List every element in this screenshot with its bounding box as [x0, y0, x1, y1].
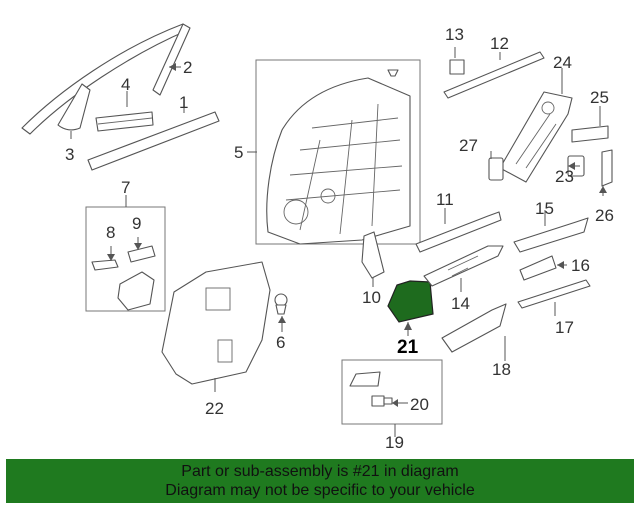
callout-25: 25	[590, 88, 609, 107]
callout-5: 5	[234, 143, 243, 162]
part-8-clip[interactable]	[91, 259, 119, 271]
part-20-bulb[interactable]	[371, 395, 393, 407]
part-24-window-switch[interactable]	[499, 91, 573, 183]
callout-20: 20	[410, 395, 429, 414]
part-4-trim-clip[interactable]	[95, 111, 154, 132]
callout-14: 14	[451, 294, 470, 313]
vehicle-note-banner: Part or sub-assembly is #21 in diagram D…	[6, 459, 634, 503]
callout-2: 2	[183, 58, 192, 77]
callout-3: 3	[65, 145, 74, 164]
callout-24: 24	[553, 53, 572, 72]
callout-8: 8	[106, 223, 115, 242]
leader-lines	[70, 47, 604, 437]
exploded-parts-diagram: 1 2 3 4 5 6 7 8 9 10 11 12 13 14 15 16 1…	[21, 23, 614, 452]
part-6-fastener[interactable]	[274, 293, 288, 315]
callout-9: 9	[132, 214, 141, 233]
callout-1: 1	[179, 93, 188, 112]
callout-10: 10	[362, 288, 381, 307]
part-12-molding[interactable]	[443, 51, 545, 99]
group-19-box	[341, 359, 443, 425]
part-17-strip[interactable]	[517, 279, 591, 309]
part-22-door-liner[interactable]	[161, 261, 271, 385]
part-13-clip[interactable]	[449, 59, 465, 75]
part-21-door-pocket[interactable]	[387, 280, 434, 323]
callout-12: 12	[490, 34, 509, 53]
part-15-garnish[interactable]	[513, 217, 589, 253]
callout-18: 18	[492, 360, 511, 379]
part-3-corner-trim[interactable]	[57, 83, 91, 131]
part-14-armrest-garnish[interactable]	[423, 245, 504, 287]
callout-11: 11	[436, 190, 454, 209]
callout-16: 16	[571, 256, 590, 275]
part-11-upper-garnish[interactable]	[415, 211, 502, 253]
callout-19: 19	[385, 433, 404, 452]
part-5-door-panel[interactable]	[255, 59, 421, 245]
banner-line-disclaimer: Diagram may not be specific to your vehi…	[165, 482, 475, 499]
part-1-belt-molding[interactable]	[87, 111, 220, 171]
part-18-lower-trim[interactable]	[441, 303, 507, 353]
part-10-bezel[interactable]	[361, 231, 385, 279]
group-19-bulb[interactable]	[349, 371, 381, 387]
callout-21: 21	[397, 337, 419, 358]
arrow-heads	[107, 63, 607, 407]
part-27-switch[interactable]	[488, 157, 504, 181]
part-26-switch-strip[interactable]	[601, 149, 613, 187]
callout-6: 6	[276, 333, 285, 352]
group-7-bracket[interactable]	[117, 271, 155, 311]
callout-23: 23	[555, 167, 574, 186]
part-16-handle[interactable]	[519, 255, 557, 281]
banner-line-part: Part or sub-assembly is #21 in diagram	[181, 463, 459, 480]
callout-22: 22	[205, 399, 224, 418]
callout-26: 26	[595, 206, 614, 225]
callout-13: 13	[445, 25, 464, 44]
part-25-switch[interactable]	[571, 125, 609, 143]
callout-7: 7	[121, 178, 130, 197]
part-2-window-molding[interactable]	[21, 23, 191, 135]
callout-4: 4	[121, 75, 130, 94]
callout-17: 17	[555, 318, 574, 337]
part-9-clip[interactable]	[127, 245, 156, 263]
callout-27: 27	[459, 136, 478, 155]
callout-15: 15	[535, 199, 554, 218]
